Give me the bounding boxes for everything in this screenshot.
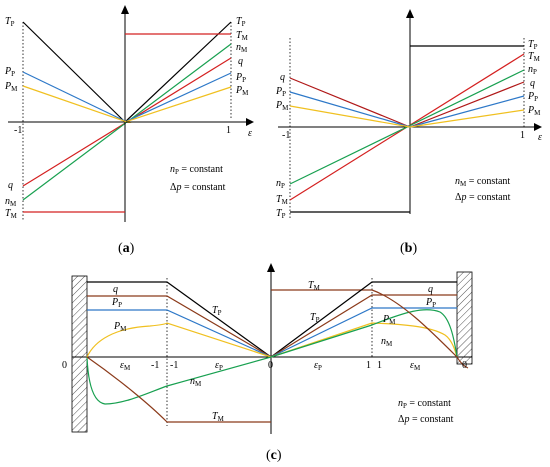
panel-b-caption: (b) bbox=[400, 241, 417, 256]
panel-c-caption: (c) bbox=[266, 448, 282, 463]
panel-b-PM-line-right bbox=[409, 109, 525, 128]
panel-c-label-TM-top: TM bbox=[308, 280, 321, 292]
panel-b-label-nP-right: nP bbox=[528, 64, 537, 76]
panel-a-label-TM-right: TM bbox=[236, 30, 249, 42]
panel-c-tick-left-neg1b: -1 bbox=[170, 360, 178, 371]
panel-c-left-wall bbox=[71, 275, 88, 433]
panel-a-note-1: nP = constant bbox=[170, 164, 223, 176]
panel-b-y-arrow bbox=[406, 9, 414, 18]
panel-c-tick-center-0: 0 bbox=[268, 360, 273, 371]
panel-c-tick-right-1a: 1 bbox=[366, 360, 371, 371]
panel-a-label-TM-left: TM bbox=[5, 208, 18, 220]
panel-b-note-2: Δp = constant bbox=[455, 192, 511, 203]
panel-a-label-PM-left: PM bbox=[4, 81, 18, 93]
panel-b-label-PM-right: PM bbox=[527, 105, 541, 117]
panel-c-nM-left bbox=[86, 356, 272, 405]
panel-c-label-TP-right: TP bbox=[310, 312, 320, 324]
panel-c-tick-left-0: 0 bbox=[62, 360, 67, 371]
panel-c-q-right bbox=[270, 294, 457, 358]
panel-a-label-PM-right: PM bbox=[235, 85, 249, 97]
panel-a-PM-line-right bbox=[124, 86, 232, 123]
panel-c-label-epsM-right: εM bbox=[410, 360, 421, 372]
panel-c-PM-right bbox=[270, 322, 458, 358]
panel-b-label-TM-left: TM bbox=[276, 194, 289, 206]
panel-a-x-label: ε bbox=[248, 128, 252, 139]
panel-b-q-line bbox=[289, 77, 411, 128]
panel-a-TP-line-right bbox=[124, 21, 232, 123]
panel-a-mask bbox=[126, 123, 236, 183]
panel-a-label-PP-right: PP bbox=[235, 72, 246, 84]
panel-a-label-PP-left: PP bbox=[4, 66, 15, 78]
panel-b: q PP PM nP TM TP TP TM nP q PP PM -1 1 ε… bbox=[275, 9, 542, 256]
panel-c-PM-left bbox=[86, 322, 272, 358]
panel-b-label-q-left: q bbox=[280, 72, 285, 83]
panel-c-right-wall bbox=[456, 271, 473, 365]
panel-c-label-TM-bottom: TM bbox=[212, 411, 225, 423]
panel-c-note-1: nP = constant bbox=[398, 398, 451, 410]
panel-c-PP-left bbox=[87, 309, 272, 358]
panel-b-label-PM-left: PM bbox=[275, 100, 289, 112]
panel-b-PM-line bbox=[289, 105, 411, 128]
panel-c-label-q-right: q bbox=[428, 284, 433, 295]
panel-c-note-2: Δp = constant bbox=[398, 414, 454, 425]
panel-a-label-TP-right: TP bbox=[236, 16, 246, 28]
panel-b-PP-line bbox=[289, 91, 411, 128]
panel-c-TP-left bbox=[87, 281, 272, 358]
panel-a-y-arrow bbox=[121, 5, 129, 14]
panel-a-caption: (a) bbox=[118, 241, 135, 256]
panel-c-label-PP-right: PP bbox=[425, 297, 436, 309]
panel-b-label-nP-left: nP bbox=[276, 178, 285, 190]
panel-c-TM-right-curve bbox=[371, 289, 469, 369]
panel-c-TM-left bbox=[86, 356, 271, 423]
panel-b-label-PP-right: PP bbox=[527, 91, 538, 103]
panel-b-PP-line-right bbox=[409, 95, 525, 128]
panel-c-label-epsM-left: εM bbox=[120, 360, 131, 372]
panel-c-label-nM-right-1: nM bbox=[381, 336, 393, 348]
panel-c-label-PP-left: PP bbox=[111, 297, 122, 309]
panel-a-label-q-right: q bbox=[238, 56, 243, 67]
panel-b-label-q-right: q bbox=[530, 78, 535, 89]
panel-a-label-nM-right: nM bbox=[236, 42, 248, 54]
panel-a-label-TP-left: TP bbox=[5, 16, 15, 28]
panel-c-TP-right bbox=[270, 281, 457, 358]
panel-c-y-arrow bbox=[267, 263, 275, 272]
panel-b-tick-neg1: -1 bbox=[282, 130, 290, 141]
panel-c-label-epsP-right: εP bbox=[314, 360, 322, 372]
panel-b-x-arrow bbox=[534, 123, 542, 131]
panel-c-label-PM-right: PM bbox=[382, 314, 396, 326]
panel-a-PP-line-right bbox=[124, 72, 232, 123]
panel-a: TP PP PM q nM TM TP TM nM q PP PM -1 1 ε… bbox=[4, 5, 254, 256]
panel-b-x-label: ε bbox=[538, 132, 542, 143]
panel-c-tick-right-0: 0 bbox=[462, 360, 467, 371]
panel-a-note-2: Δp = constant bbox=[170, 182, 226, 193]
panel-c-label-q-left: q bbox=[113, 284, 118, 295]
panel-c-label-epsP-left: εP bbox=[215, 360, 223, 372]
panel-b-tick-pos1: 1 bbox=[520, 130, 525, 141]
panel-a-label-nM-left: nM bbox=[5, 196, 17, 208]
panel-a-tick-neg1: -1 bbox=[14, 125, 22, 136]
panel-a-TP-line bbox=[22, 21, 126, 123]
panel-c-q-left bbox=[87, 295, 272, 358]
panel-b-label-TP-left: TP bbox=[276, 208, 286, 220]
panel-b-q-line-right bbox=[409, 81, 525, 128]
panel-b-label-PP-left: PP bbox=[275, 86, 286, 98]
panel-b-label-TM-right: TM bbox=[528, 51, 541, 63]
panel-b-note-1: nM = constant bbox=[455, 176, 510, 188]
panel-c-PP-right bbox=[270, 307, 457, 358]
panel-c-label-PM-left: PM bbox=[113, 321, 127, 333]
panel-c-label-TP-left: TP bbox=[212, 305, 222, 317]
panel-b-label-TP-right: TP bbox=[528, 39, 538, 51]
panel-c-nM-right bbox=[270, 309, 458, 358]
panel-a-tick-pos1: 1 bbox=[226, 125, 231, 136]
panel-c-tick-right-1b: 1 bbox=[377, 360, 382, 371]
panel-a-x-arrow bbox=[246, 118, 254, 126]
panel-c: TM q PP PM TP εM εP nM TM q PP PM TP nM … bbox=[62, 263, 473, 463]
panel-a-label-q-left: q bbox=[8, 180, 13, 191]
panel-c-tick-left-neg1a: -1 bbox=[151, 360, 159, 371]
